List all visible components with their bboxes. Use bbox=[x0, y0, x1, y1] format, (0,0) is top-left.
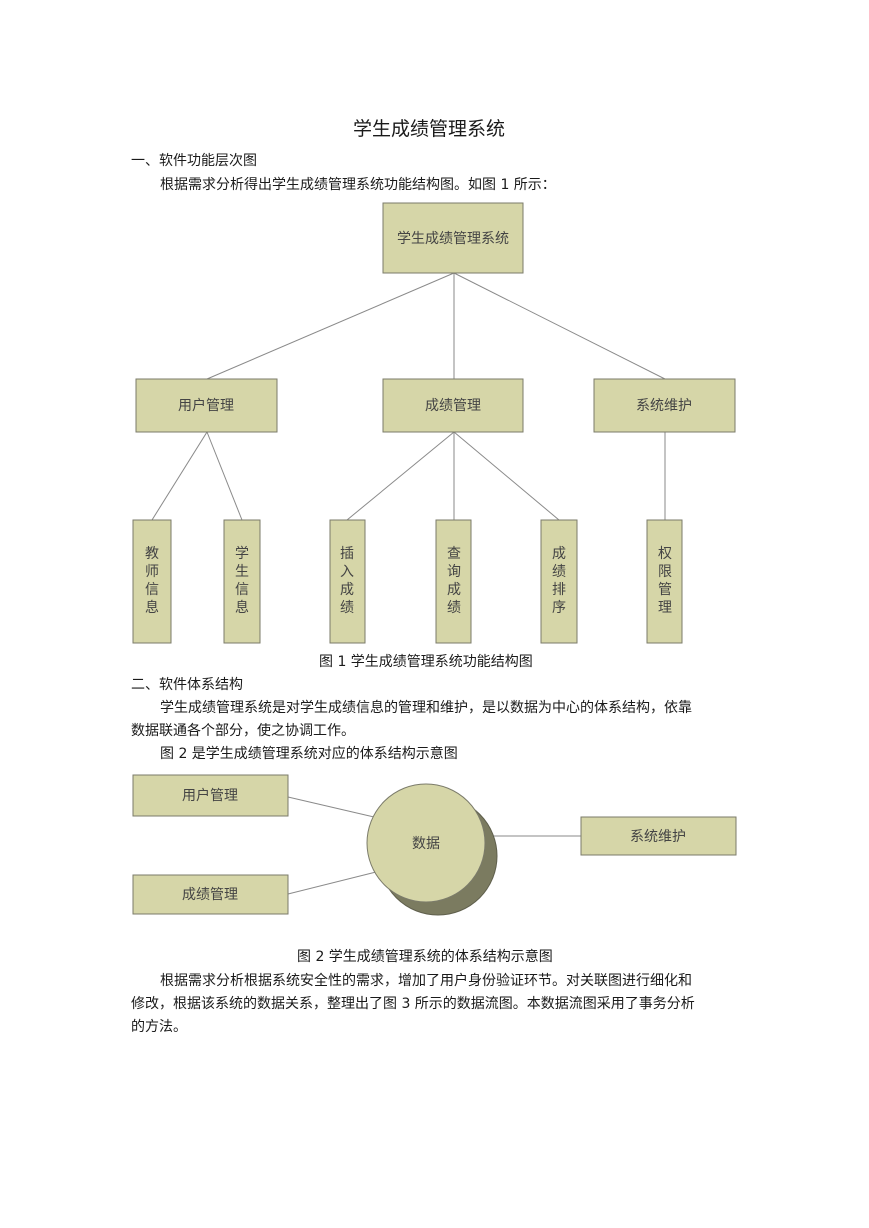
svg-text:信: 信 bbox=[235, 582, 249, 598]
svg-text:学: 学 bbox=[235, 546, 249, 562]
svg-text:入: 入 bbox=[340, 564, 354, 580]
node-system-maintenance: 系统维护 bbox=[593, 378, 736, 433]
section-2-paragraph-line-2: 数据联通各个部分，使之协调工作。 bbox=[131, 723, 355, 739]
connector-user-data bbox=[287, 796, 375, 818]
node-score-management: 成绩管理 bbox=[382, 378, 524, 433]
svg-text:息: 息 bbox=[235, 599, 249, 616]
connector-score-insert bbox=[346, 431, 455, 521]
svg-text:成: 成 bbox=[447, 582, 461, 598]
paragraph-3-line-1: 根据需求分析根据系统安全性的需求，增加了用户身份验证环节。对关联图进行细化和 bbox=[160, 973, 692, 989]
node-user-management: 用户管理 bbox=[135, 378, 278, 433]
connector-score-sort bbox=[453, 431, 560, 521]
paragraph-3-line-2: 修改，根据该系统的数据关系，整理出了图 3 所示的数据流图。本数据流图采用了事务… bbox=[131, 996, 695, 1012]
connector-user-student bbox=[206, 431, 243, 521]
section-1-heading: 一、软件功能层次图 bbox=[131, 153, 257, 169]
connector-score-data bbox=[287, 871, 377, 895]
paragraph-3-line-3: 的方法。 bbox=[131, 1019, 187, 1035]
svg-text:限: 限 bbox=[658, 564, 672, 580]
leaf-insert-score: 插 入 成 绩 bbox=[329, 519, 366, 644]
svg-text:成: 成 bbox=[340, 582, 354, 598]
leaf-insert-score-label: 插 入 成 绩 bbox=[340, 546, 354, 616]
svg-text:插: 插 bbox=[340, 546, 354, 562]
function-hierarchy-diagram: 学生成绩管理系统 用户管理 成绩管理 系统维护 教 师 信 息 学 生 信 息 bbox=[132, 202, 736, 644]
connector-root-user bbox=[206, 272, 455, 380]
svg-text:成: 成 bbox=[552, 546, 566, 562]
svg-text:管: 管 bbox=[658, 582, 672, 598]
section-2-paragraph-2: 图 2 是学生成绩管理系统对应的体系结构示意图 bbox=[160, 746, 458, 762]
node-system-maintenance-label: 系统维护 bbox=[636, 398, 692, 414]
figure-1-caption: 图 1 学生成绩管理系统功能结构图 bbox=[319, 654, 533, 670]
figure-2-caption: 图 2 学生成绩管理系统的体系结构示意图 bbox=[297, 949, 553, 965]
svg-text:绩: 绩 bbox=[340, 600, 354, 616]
leaf-sort-score-label: 成 绩 排 序 bbox=[552, 546, 566, 616]
data-store-shadow bbox=[378, 796, 498, 916]
data-store-circle: 数据 bbox=[366, 783, 498, 916]
leaf-permission-management-label: 权 限 管 理 bbox=[658, 546, 672, 616]
arch-user-management-label: 用户管理 bbox=[182, 787, 238, 804]
node-root-label: 学生成绩管理系统 bbox=[397, 231, 509, 247]
svg-text:序: 序 bbox=[552, 600, 566, 616]
svg-text:信: 信 bbox=[145, 582, 159, 598]
arch-system-maintenance-label: 系统维护 bbox=[630, 829, 686, 845]
arch-score-management: 成绩管理 bbox=[132, 874, 289, 915]
leaf-student-info-label: 学 生 信 息 bbox=[235, 546, 249, 616]
svg-text:绩: 绩 bbox=[447, 600, 461, 616]
connector-root-system bbox=[453, 272, 666, 380]
svg-text:师: 师 bbox=[145, 564, 159, 580]
svg-text:绩: 绩 bbox=[552, 564, 566, 580]
leaf-teacher-info: 教 师 信 息 bbox=[132, 519, 172, 644]
svg-text:教: 教 bbox=[145, 546, 159, 562]
leaf-teacher-info-label: 教 师 信 息 bbox=[145, 546, 159, 616]
svg-text:权: 权 bbox=[658, 546, 672, 562]
section-1-paragraph: 根据需求分析得出学生成绩管理系统功能结构图。如图 1 所示： bbox=[160, 177, 556, 193]
node-score-management-label: 成绩管理 bbox=[425, 398, 481, 414]
page-title: 学生成绩管理系统 bbox=[353, 118, 506, 140]
svg-text:生: 生 bbox=[235, 564, 249, 580]
arch-user-management: 用户管理 bbox=[132, 774, 289, 817]
leaf-sort-score: 成 绩 排 序 bbox=[540, 519, 578, 644]
arch-system-maintenance: 系统维护 bbox=[580, 816, 737, 856]
data-store-face bbox=[366, 783, 486, 903]
leaf-student-info: 学 生 信 息 bbox=[223, 519, 261, 644]
arch-score-management-label: 成绩管理 bbox=[182, 887, 238, 903]
svg-text:询: 询 bbox=[447, 564, 461, 580]
leaf-query-score-label: 查 询 成 绩 bbox=[447, 546, 461, 616]
svg-text:排: 排 bbox=[552, 582, 566, 598]
leaf-permission-management: 权 限 管 理 bbox=[646, 519, 683, 644]
node-user-management-label: 用户管理 bbox=[178, 397, 234, 414]
svg-text:息: 息 bbox=[145, 599, 159, 616]
data-store-label: 数据 bbox=[412, 836, 440, 852]
svg-text:查: 查 bbox=[447, 546, 461, 562]
section-2-heading: 二、软件体系结构 bbox=[131, 677, 243, 693]
svg-text:理: 理 bbox=[658, 600, 672, 616]
section-2-paragraph-line-1: 学生成绩管理系统是对学生成绩信息的管理和维护，是以数据为中心的体系结构，依靠 bbox=[160, 700, 692, 716]
node-root: 学生成绩管理系统 bbox=[382, 202, 524, 274]
connector-user-teacher bbox=[151, 431, 208, 521]
leaf-query-score: 查 询 成 绩 bbox=[435, 519, 472, 644]
